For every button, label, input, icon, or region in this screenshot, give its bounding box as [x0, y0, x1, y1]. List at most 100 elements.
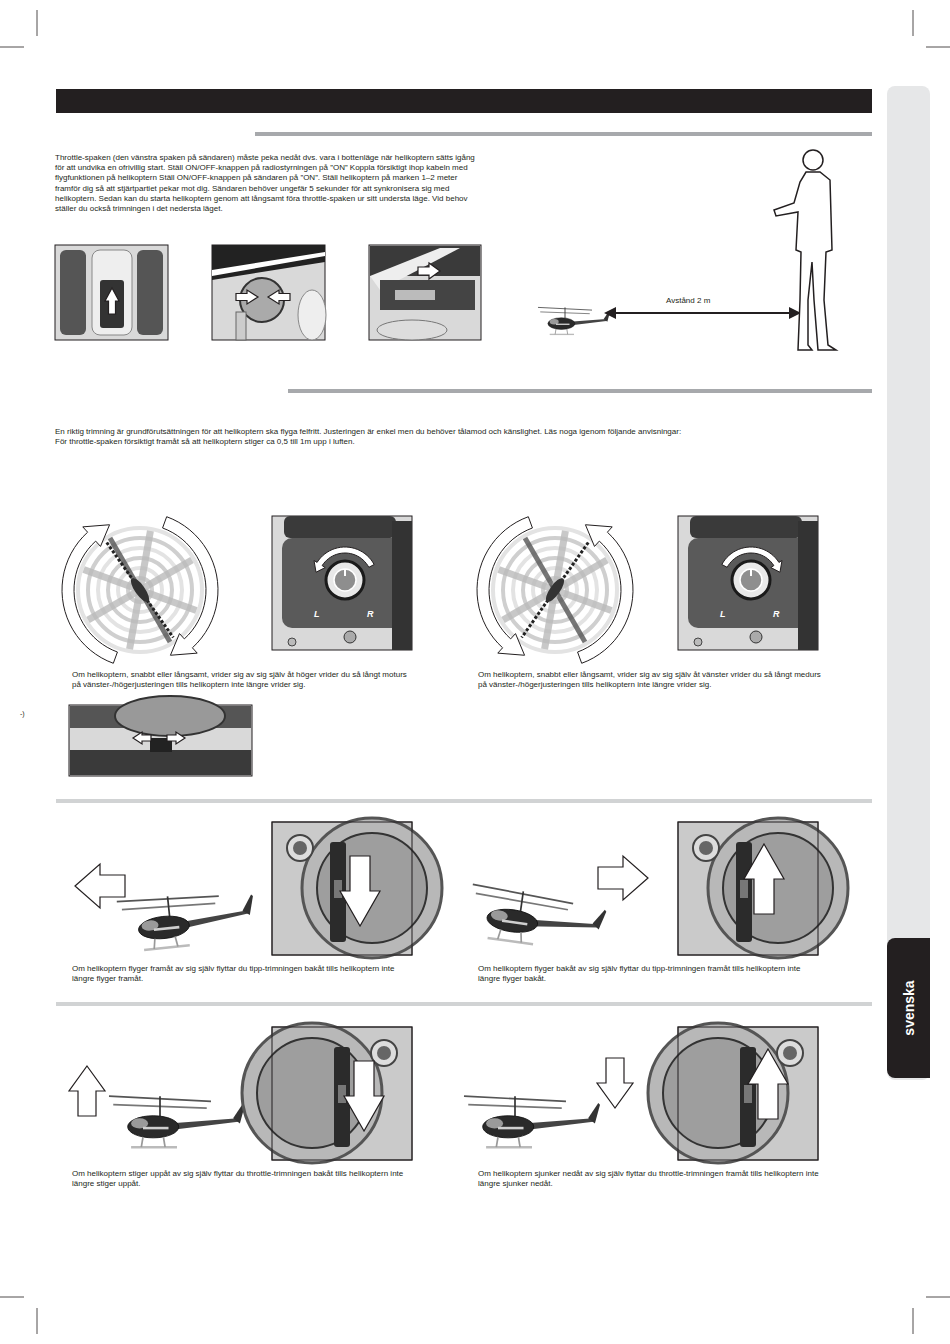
knob	[334, 569, 356, 591]
rotation-ring	[513, 548, 597, 632]
gimbal-ring	[302, 818, 442, 958]
screw	[750, 631, 762, 643]
button	[371, 1040, 397, 1066]
instruction-paragraph: Throttle-spaken (den vänstra spaken på s…	[55, 153, 483, 214]
figure-caption: Om helikoptern flyger bakåt av sig själv…	[478, 964, 823, 984]
language-tab: svenska	[887, 938, 930, 1078]
crop-mark	[37, 1308, 38, 1334]
trim-slot	[736, 842, 752, 942]
rotor-blade-blur	[88, 560, 192, 620]
trim-switch-photo	[69, 696, 252, 776]
figure-caption-text: Om helikoptern flyger framåt av sig själ…	[72, 964, 417, 984]
trim-slider	[740, 880, 748, 898]
helicopter	[117, 887, 258, 952]
crop-mark	[926, 47, 950, 48]
helicopter-body	[543, 576, 567, 605]
photo-frame-outline	[678, 1027, 818, 1160]
instruction-paragraph: En riktig trimning är grundförutsättning…	[55, 427, 855, 437]
trim-slider	[334, 880, 342, 898]
photo-frame	[369, 245, 481, 340]
crop-mark	[913, 1308, 914, 1334]
button-lens	[377, 1046, 391, 1060]
knob-ring	[326, 561, 364, 599]
knob-mark	[750, 569, 752, 576]
figure-caption: Om helikoptern stiger uppåt av sig själv…	[72, 1169, 417, 1189]
skid-strut	[141, 1137, 143, 1147]
skid	[486, 1146, 532, 1149]
skid	[131, 1146, 177, 1149]
block-arrow	[268, 290, 290, 304]
skid	[144, 945, 190, 950]
rotation-ring	[503, 538, 607, 642]
base	[377, 320, 447, 340]
photo-frame-outline	[272, 822, 412, 955]
rotor-mast	[565, 307, 566, 318]
button	[693, 835, 719, 861]
stripe	[556, 324, 570, 325]
gimbal	[115, 696, 225, 736]
fuselage	[128, 1116, 179, 1138]
block-arrow	[340, 856, 380, 926]
button-lens	[783, 1046, 797, 1060]
switch	[395, 290, 435, 300]
bezel-right	[392, 521, 412, 650]
stripe	[502, 919, 528, 925]
crop-mark	[0, 1297, 24, 1298]
helicopter-top-view	[107, 542, 174, 637]
crop-mark	[913, 10, 914, 36]
stick-housing	[137, 250, 163, 335]
skid-strut	[175, 936, 178, 946]
connector-photo	[212, 245, 326, 340]
skid-strut	[153, 939, 156, 949]
photo-frame	[272, 516, 412, 650]
rotation-arrow	[477, 517, 532, 656]
battery	[298, 290, 326, 340]
block-arrow	[597, 1058, 633, 1108]
screw	[288, 638, 296, 646]
tail-fin	[588, 1103, 600, 1123]
rotation-illustration	[62, 517, 218, 664]
instruction-paragraph-text: En riktig trimning är grundförutsättning…	[55, 427, 855, 437]
body	[774, 172, 836, 350]
skid-strut	[498, 929, 501, 939]
knob	[740, 569, 762, 591]
rotor-mast	[168, 896, 170, 916]
housing-top	[690, 516, 802, 538]
distance-line	[612, 312, 793, 314]
instruction-paragraph: För throttle-spaken försiktigt framåt så…	[55, 437, 855, 447]
stripe	[143, 1127, 169, 1130]
header-bar	[56, 89, 872, 113]
margin-note: -)	[20, 710, 40, 719]
block-arrow	[167, 732, 185, 744]
stripe	[212, 252, 325, 276]
figure-caption-text: Om helikoptern, snabbt eller långsamt, v…	[478, 670, 823, 690]
dial-label: R	[367, 609, 379, 621]
screw	[344, 631, 356, 643]
block-arrow	[418, 263, 440, 279]
section-rule	[56, 1002, 872, 1006]
fuselage	[137, 914, 190, 941]
figure-caption: Om helikoptern sjunker nedåt av sig själ…	[478, 1169, 823, 1189]
bezel-right	[798, 521, 818, 650]
helicopter	[464, 1096, 600, 1147]
fuselage	[548, 318, 575, 330]
board	[380, 280, 475, 310]
gimbal-ring	[648, 1023, 788, 1163]
stripe	[498, 1127, 524, 1130]
crop-mark	[0, 47, 24, 48]
figure-caption: Om helikoptern flyger framåt av sig själ…	[72, 964, 417, 984]
block-arrow	[748, 1049, 788, 1119]
switch-recess	[100, 280, 124, 328]
rotation-ring	[78, 528, 202, 652]
gimbal-ring	[257, 1038, 367, 1148]
fuselage	[483, 1116, 534, 1138]
helicopter-body	[128, 576, 152, 605]
dial-label-text: L	[314, 609, 326, 621]
skid	[488, 938, 533, 944]
transmitter-photo	[55, 245, 168, 340]
person-silhouette	[774, 150, 836, 350]
section-rule	[288, 389, 872, 393]
rotation-arrow	[163, 517, 218, 656]
stick-housing	[60, 250, 86, 335]
